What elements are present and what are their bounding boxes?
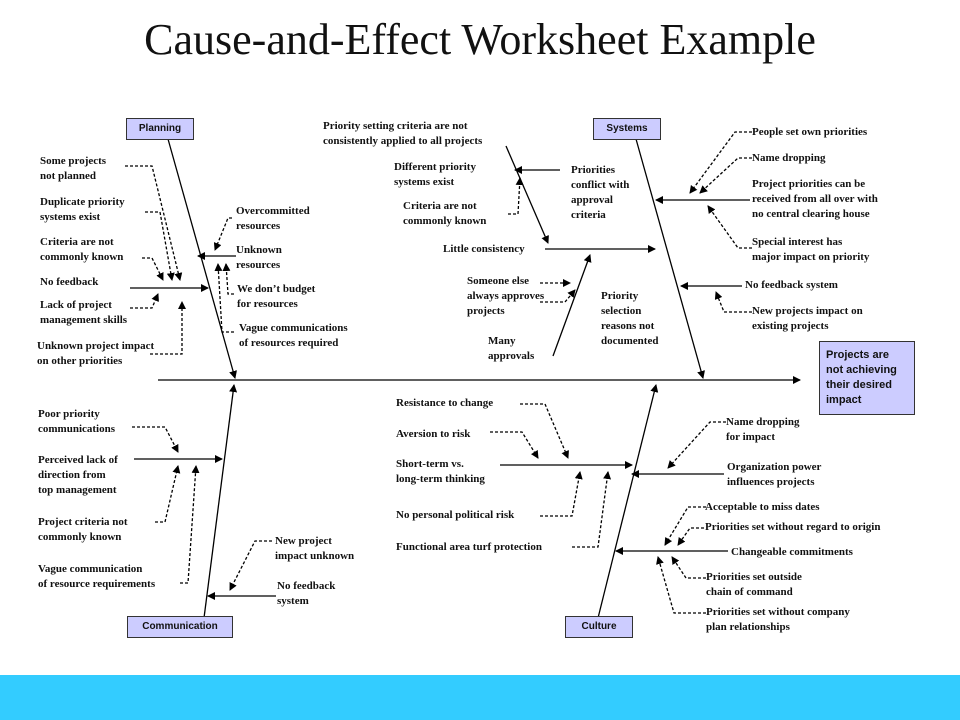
cause-label: Aversion to risk: [396, 428, 471, 440]
bone-communication: [203, 384, 238, 619]
effect-box: Projects are not achieving their desired…: [819, 341, 915, 415]
cause-label: People set own priorities: [752, 126, 868, 138]
bone-culture: [597, 384, 659, 619]
cause-label: Little consistency: [443, 243, 525, 255]
footer-bar: [0, 675, 960, 720]
page-title: Cause-and-Effect Worksheet Example: [144, 15, 816, 64]
cause-label: Changeable commitments: [731, 546, 853, 558]
cause-label: No personal political risk: [396, 509, 515, 521]
category-systems: Systems: [593, 118, 661, 140]
category-communication: Communication: [127, 616, 233, 638]
cause-label: Functional area turf protection: [396, 541, 542, 553]
cause-label: Name dropping: [752, 152, 826, 164]
cause-label: Resistance to change: [396, 397, 494, 409]
cause-label: Acceptable to miss dates: [705, 501, 820, 513]
cause-label: Priorities set without regard to origin: [705, 521, 881, 533]
category-culture: Culture: [565, 616, 633, 638]
category-planning: Planning: [126, 118, 194, 140]
cause-label: No feedback system: [745, 279, 838, 291]
bone-systems: [635, 138, 705, 379]
cause-label: Short-term vs.long-term thinking: [396, 458, 485, 485]
cause-label: No feedback: [40, 276, 99, 288]
bone-planning: [167, 138, 237, 379]
